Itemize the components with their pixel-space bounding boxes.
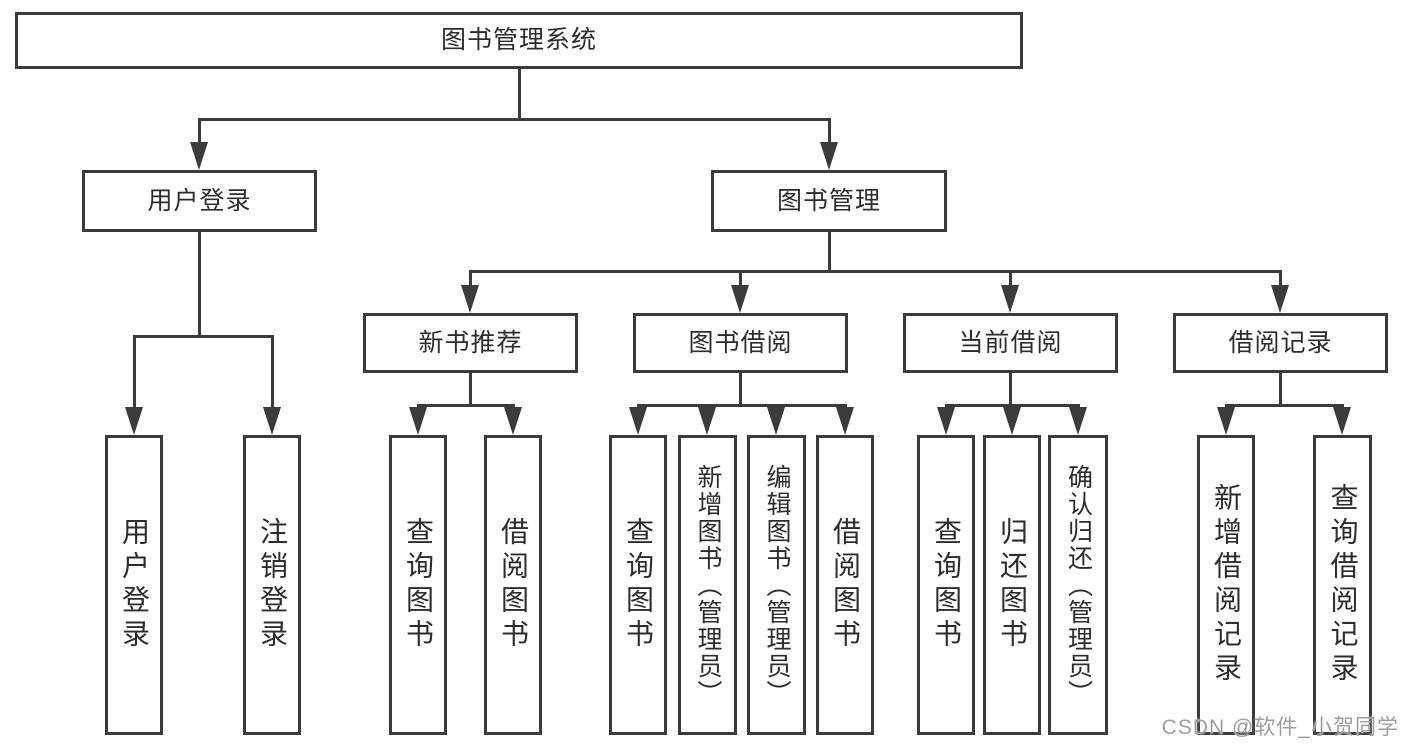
connector-line [1224, 404, 1344, 407]
node-borrowing-records: 借阅记录 [1173, 313, 1388, 373]
connector-line [517, 69, 521, 121]
down-arrowhead-icon [1003, 407, 1021, 435]
down-arrowhead-icon [1271, 285, 1289, 313]
watermark: CSDN @软件_小贺同学 [1161, 716, 1399, 739]
down-arrowhead-icon [190, 142, 208, 170]
down-arrowhead-icon [629, 407, 647, 435]
connector-line [827, 232, 831, 273]
connector-line [1008, 373, 1012, 407]
connector-line [468, 270, 472, 289]
down-arrowhead-icon [409, 407, 427, 435]
connector-line [132, 335, 274, 338]
node-user-login: 用户登录 [82, 170, 317, 232]
node-book-borrowing: 图书借阅 [633, 313, 848, 373]
connector-line [416, 404, 515, 407]
down-arrowhead-icon [504, 407, 522, 435]
node-leaf-add-borrow-record: 新增借阅记录 [1197, 435, 1255, 735]
connector-line [468, 373, 472, 407]
node-leaf-add-books-admin: 新增图书（管理员） [678, 435, 737, 735]
down-arrowhead-icon [263, 407, 281, 435]
connector-line [827, 118, 831, 146]
node-leaf-query-books-3: 查询图书 [917, 435, 975, 735]
connector-line [197, 118, 201, 146]
node-new-book-recommend: 新书推荐 [363, 313, 578, 373]
down-arrowhead-icon [461, 285, 479, 313]
node-leaf-logout: 注销登录 [243, 435, 301, 735]
down-arrowhead-icon [1217, 407, 1235, 435]
connector-line [132, 335, 136, 411]
connector-line [197, 232, 201, 338]
down-arrowhead-icon [937, 407, 955, 435]
node-leaf-confirm-return-admin: 确认归还（管理员） [1048, 435, 1108, 735]
node-leaf-return-books: 归还图书 [983, 435, 1041, 735]
down-arrowhead-icon [836, 407, 854, 435]
down-arrowhead-icon [1333, 407, 1351, 435]
connector-line [636, 404, 847, 407]
down-arrowhead-icon [767, 407, 785, 435]
connector-line [270, 335, 274, 411]
node-leaf-borrow-books-2: 借阅图书 [816, 435, 874, 735]
down-arrowhead-icon [1069, 407, 1087, 435]
connector-line [1278, 373, 1282, 407]
node-leaf-query-books-2: 查询图书 [609, 435, 667, 735]
node-current-borrowing: 当前借阅 [903, 313, 1118, 373]
connector-line [738, 270, 742, 289]
down-arrowhead-icon [125, 407, 143, 435]
node-root: 图书管理系统 [15, 12, 1023, 69]
node-leaf-edit-books-admin: 编辑图书（管理员） [747, 435, 806, 735]
connector-line [738, 373, 742, 407]
node-leaf-query-borrow-record: 查询借阅记录 [1313, 435, 1372, 735]
down-arrowhead-icon [1001, 285, 1019, 313]
connector-line [468, 270, 1282, 273]
connector-line [1008, 270, 1012, 289]
down-arrowhead-icon [698, 407, 716, 435]
node-book-management: 图书管理 [711, 170, 947, 232]
connector-line [1278, 270, 1282, 289]
node-leaf-query-books-1: 查询图书 [389, 435, 447, 735]
down-arrowhead-icon [731, 285, 749, 313]
connector-line [197, 118, 831, 121]
down-arrowhead-icon [820, 142, 838, 170]
node-leaf-user-login: 用户登录 [105, 435, 163, 735]
node-leaf-borrow-books-1: 借阅图书 [484, 435, 542, 735]
